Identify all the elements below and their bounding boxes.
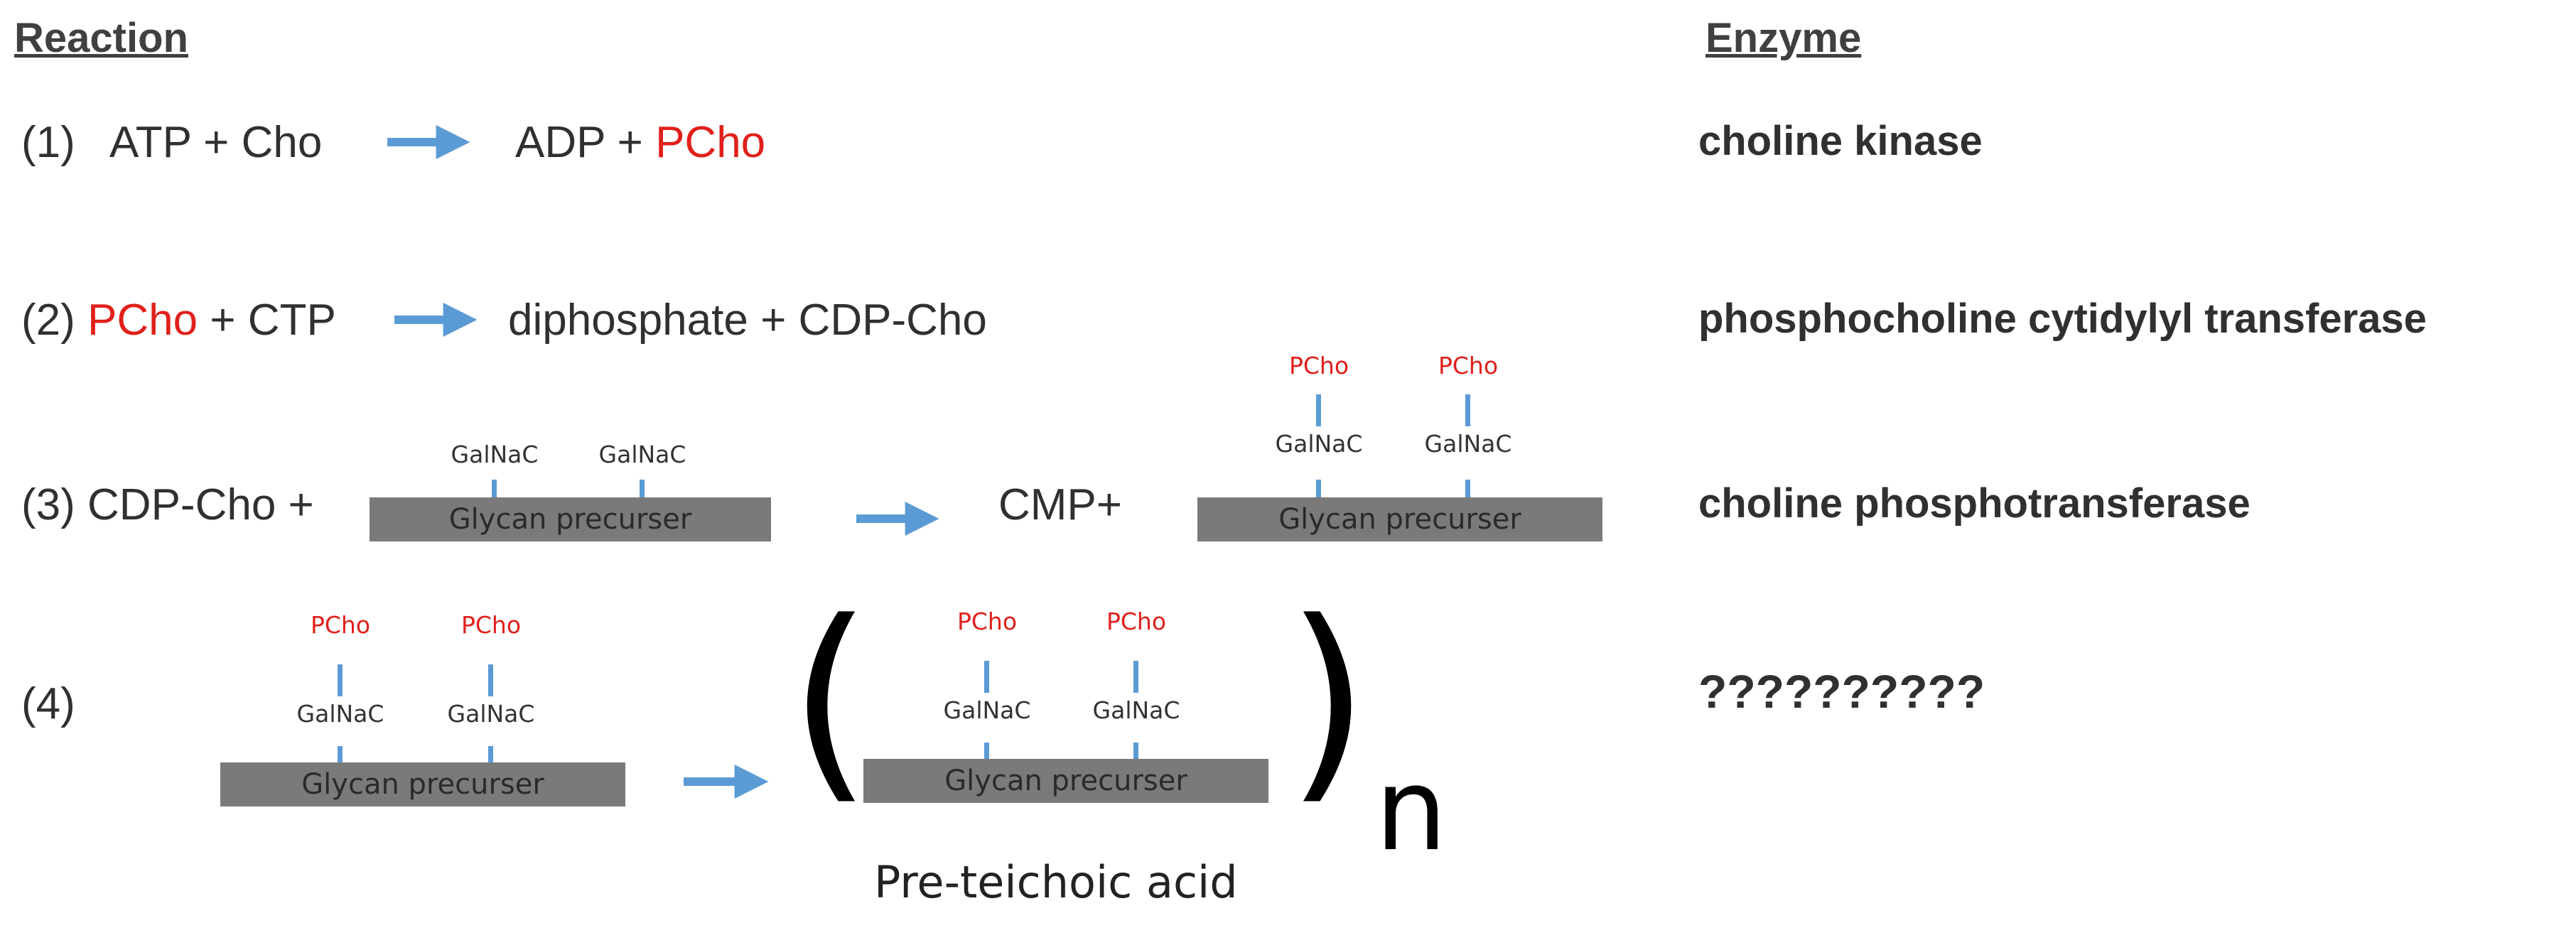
reaction-2-plus: + — [210, 296, 236, 345]
glycan-stem — [488, 746, 493, 762]
enzyme-2: phosphocholine cytidylyl transferase — [1698, 296, 2427, 342]
galnac-label: GalNaC — [1092, 696, 1180, 724]
enzyme-4-unknown: ?????????? — [1698, 665, 1985, 718]
glycan-stem — [1133, 743, 1138, 759]
reaction-header: Reaction — [14, 15, 188, 61]
reaction-1-product-adp: ADP — [515, 118, 605, 167]
reaction-3-row: (3) CDP-Cho + — [21, 480, 314, 530]
pcho-stem — [488, 664, 493, 696]
reaction-2-product-cdp-cho: CDP-Cho — [798, 296, 987, 345]
reaction-2-reactant-pcho: PCho — [87, 296, 198, 345]
glycan-stem — [984, 743, 989, 759]
pcho-label: PCho — [956, 608, 1018, 635]
reaction-1-plus: + — [203, 118, 230, 167]
reaction-3-number: (3) — [21, 480, 75, 529]
reaction-2-plus-2: + — [760, 296, 787, 345]
pre-teichoic-acid-caption: Pre-teichoic acid — [874, 856, 1238, 908]
reaction-2-products: diphosphate + CDP-Cho — [508, 295, 987, 345]
reaction-2-number: (2) — [21, 296, 75, 345]
pcho-label: PCho — [310, 611, 371, 639]
pcho-label: PCho — [1288, 352, 1349, 379]
reaction-4-product-glycan-bar: Glycan precurser — [863, 759, 1268, 803]
reaction-3-product-cmp: CMP+ — [998, 480, 1122, 529]
glycan-label: Glycan precurser — [301, 768, 544, 801]
reaction-2-reactant-ctp: CTP — [247, 296, 336, 345]
pcho-stem — [338, 664, 343, 696]
reaction-1-products: ADP + PCho — [515, 117, 765, 168]
glycan-stem — [1465, 480, 1470, 497]
reaction-3-plus: + — [288, 480, 314, 529]
reaction-1-row: (1) ATP + Cho — [21, 117, 322, 168]
reaction-1-reactant-cho: Cho — [241, 118, 323, 167]
repeat-open-paren: ( — [789, 576, 873, 824]
glycan-label: Glycan precurser — [1278, 503, 1521, 536]
reaction-1-product-pcho: PCho — [655, 118, 766, 167]
reaction-3-substrate-glycan-bar: Glycan precurser — [370, 497, 771, 541]
reaction-2-product-diphosphate: diphosphate — [508, 296, 748, 345]
galnac-label: GalNaC — [1275, 430, 1363, 458]
pcho-label: PCho — [460, 611, 522, 639]
reaction-4-number: (4) — [21, 679, 75, 728]
repeat-close-paren: ) — [1286, 576, 1370, 824]
enzyme-1: choline kinase — [1698, 118, 1983, 164]
reaction-3-product-glycan-bar: Glycan precurser — [1197, 497, 1602, 541]
pcho-stem — [984, 661, 989, 693]
reaction-4-substrate-glycan-bar: Glycan precurser — [220, 762, 625, 806]
galnac-label: GalNaC — [598, 441, 686, 468]
repeat-subscript-n: n — [1375, 743, 1448, 876]
reaction-2-row: (2) PCho + CTP — [21, 295, 336, 345]
enzyme-3: choline phosphotransferase — [1698, 480, 2251, 527]
glycan-stem — [640, 480, 645, 497]
pcho-stem — [1465, 394, 1470, 426]
reaction-1-plus-2: + — [617, 118, 643, 167]
reaction-1-reactant-atp: ATP — [109, 118, 191, 167]
galnac-label: GalNaC — [296, 700, 384, 728]
galnac-label: GalNaC — [451, 441, 539, 468]
galnac-label: GalNaC — [447, 700, 535, 728]
reaction-1-number: (1) — [21, 118, 75, 167]
pcho-stem — [1133, 661, 1138, 693]
galnac-label: GalNaC — [943, 696, 1031, 724]
enzyme-header: Enzyme — [1705, 15, 1862, 61]
pcho-label: PCho — [1438, 352, 1499, 379]
reaction-3-reactant-cdp-cho: CDP-Cho — [87, 480, 276, 529]
glycan-stem — [1316, 480, 1321, 497]
glycan-label: Glycan precurser — [448, 503, 692, 536]
glycan-stem — [492, 480, 497, 497]
galnac-label: GalNaC — [1424, 430, 1512, 458]
pcho-stem — [1316, 394, 1321, 426]
glycan-label: Glycan precurser — [944, 765, 1187, 797]
glycan-stem — [338, 746, 343, 762]
pcho-label: PCho — [1106, 608, 1167, 635]
